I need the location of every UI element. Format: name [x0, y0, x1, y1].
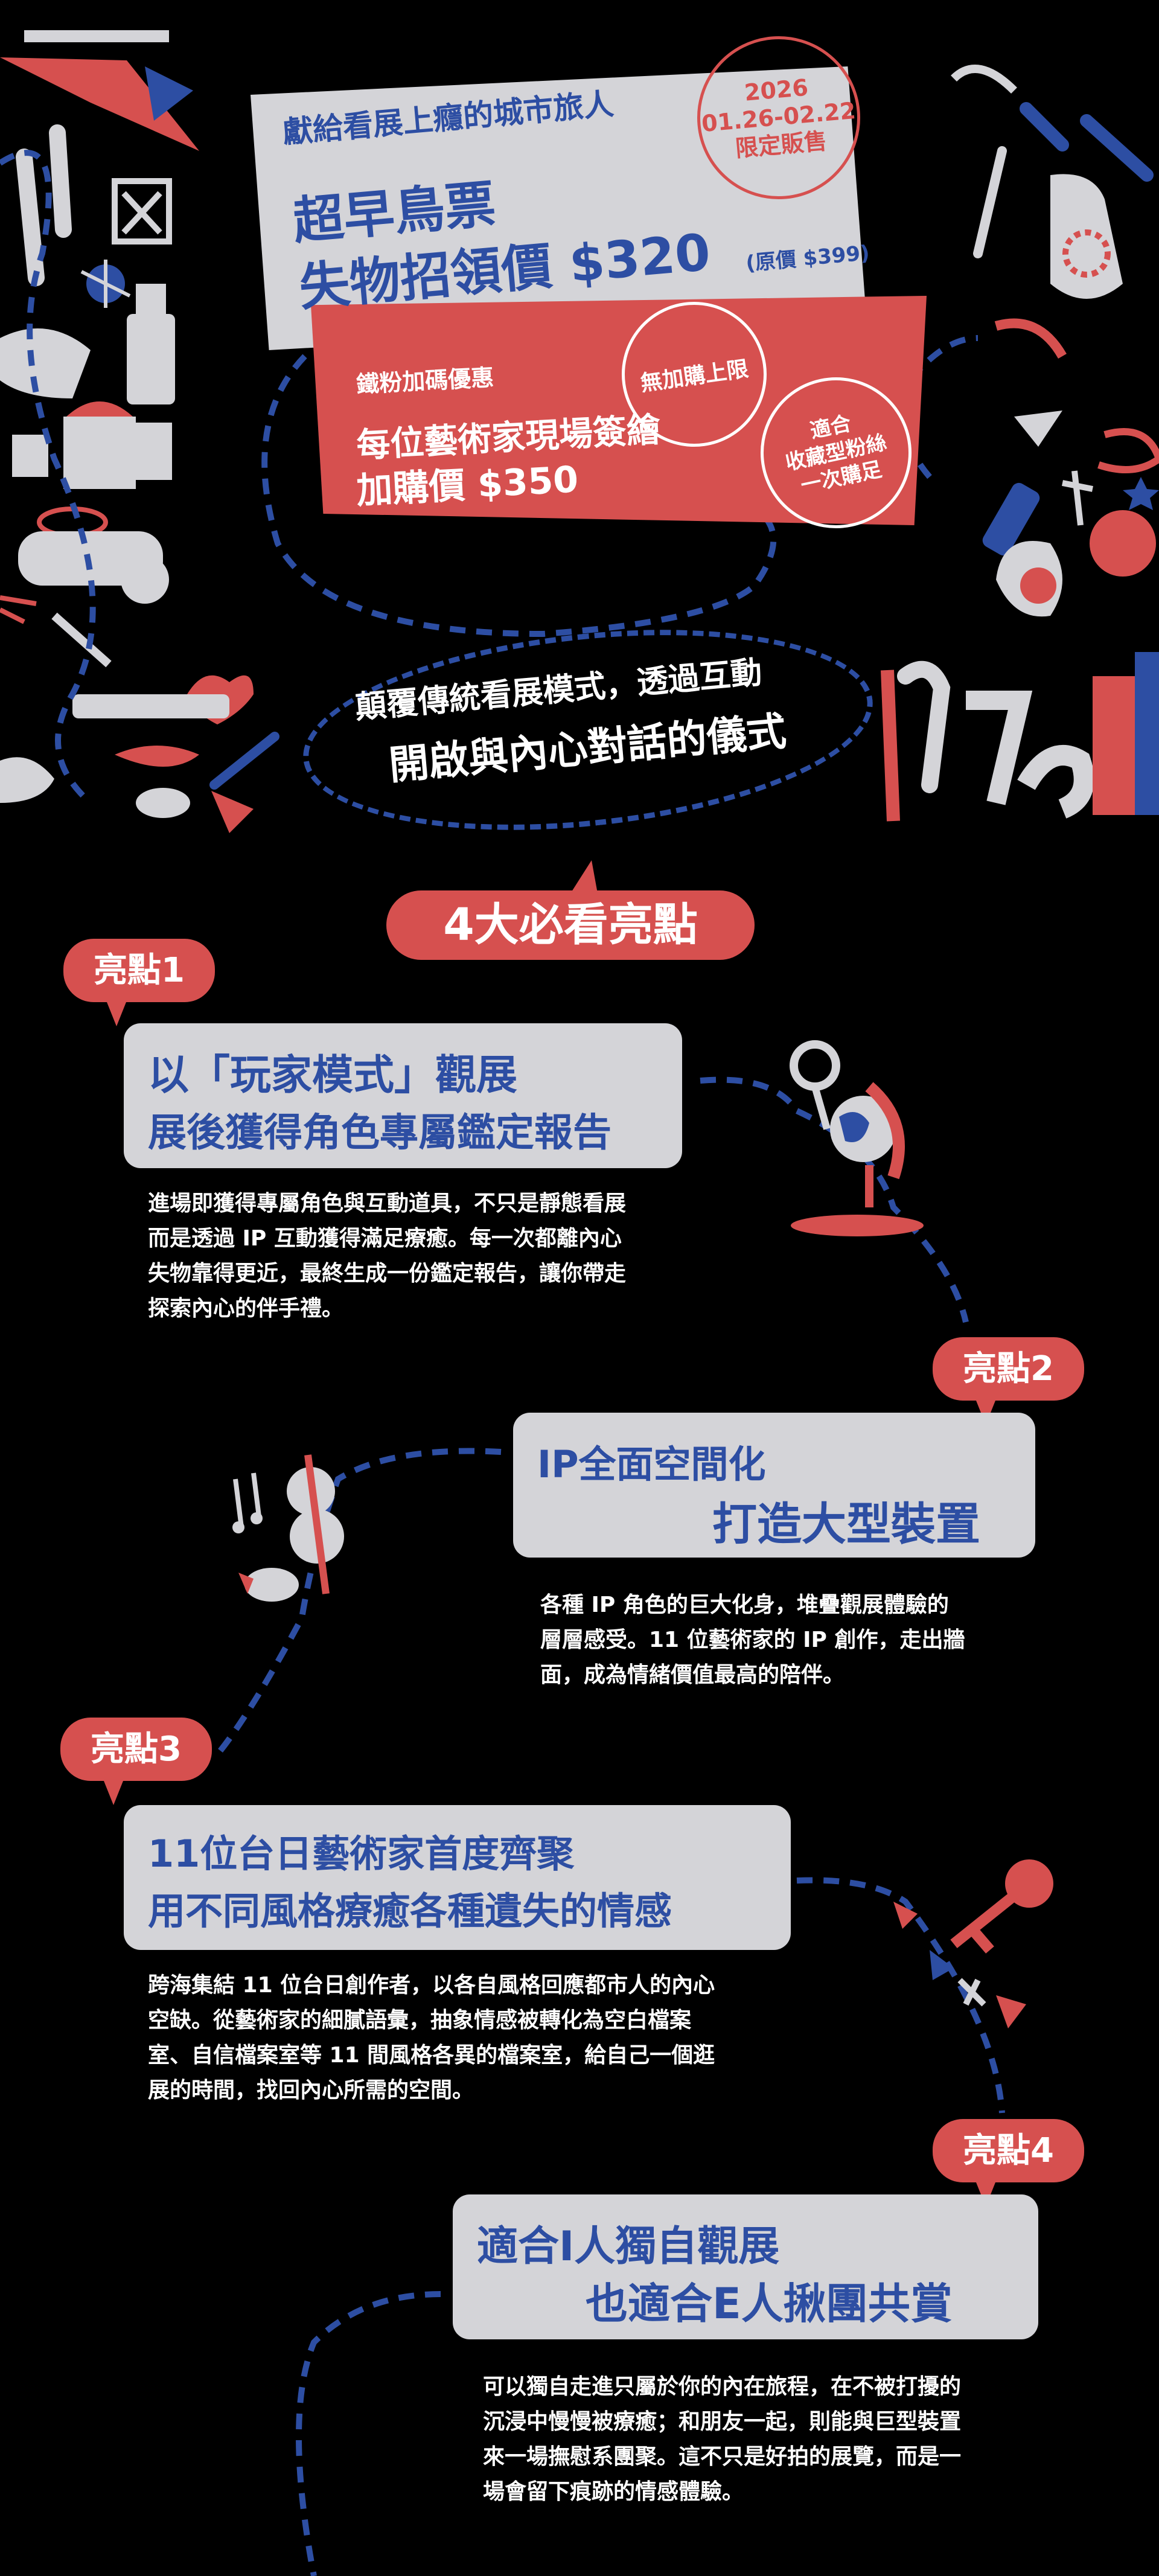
highlight-box-3: 11位台日藝術家首度齊聚 用不同風格療癒各種遺失的情感 — [124, 1805, 791, 1950]
section-title-tail — [570, 860, 598, 893]
highlight-3-title-line1: 11位台日藝術家首度齊聚 — [148, 1832, 575, 1876]
highlight-2-title-line2: 打造大型裝置 — [712, 1498, 980, 1550]
desc-line: 室、自信檔案室等 11 間風格各異的檔案室，給自己一個逛 — [148, 2043, 715, 2068]
highlight-2-title-line1: IP全面空間化 — [537, 1442, 766, 1486]
desc-line: 探索內心的伴手禮。 — [148, 1296, 344, 1321]
highlight-1-title-line1: 以「玩家模式」觀展 — [148, 1052, 518, 1099]
highlight-tag-3: 亮點3 — [60, 1718, 212, 1805]
music-figure-illustration — [232, 1454, 344, 1602]
left-doodle-cluster — [0, 30, 279, 833]
highlight-4-desc: 可以獨自走進只屬於你的內在旅程，在不被打擾的 沉浸中慢慢被療癒；和朋友一起，則能… — [483, 2370, 961, 2510]
magnifier-globe-illustration — [790, 1040, 924, 1236]
desc-line: 沉浸中慢慢被療癒；和朋友一起，則能與巨型裝置 — [483, 2409, 962, 2434]
highlight-4-title-line1: 適合I人獨自觀展 — [477, 2223, 780, 2271]
highlight-1-title-line2: 展後獲得角色專屬鑑定報告 — [148, 1111, 611, 1155]
desc-line: 各種 IP 角色的巨大化身，堆疊觀展體驗的 — [540, 1593, 949, 1617]
desc-line: 層層感受。11 位藝術家的 IP 創作，走出牆 — [540, 1628, 965, 1652]
highlight-tag-2: 亮點2 — [933, 1337, 1084, 1425]
desc-line: 展的時間，找回內心所需的空間。 — [148, 2078, 474, 2103]
connector-4 — [296, 2291, 441, 2576]
highlight-2-desc: 各種 IP 角色的巨大化身，堆疊觀展體驗的 層層感受。11 位藝術家的 IP 創… — [540, 1588, 965, 1693]
key-pins-illustration — [893, 1859, 1053, 2028]
desc-line: 進場即獲得專屬角色與互動道具，不只是靜態看展 — [148, 1191, 627, 1216]
highlight-4-title-line2: 也適合E人揪團共賞 — [586, 2279, 953, 2328]
desc-line: 失物靠得更近，最終生成一份鑑定報告，讓你帶走 — [148, 1261, 627, 1286]
section-title: 4大必看亮點 — [386, 890, 755, 960]
desc-line: 跨海集結 11 位台日創作者，以各自風格回應都市人的內心 — [148, 1973, 715, 1998]
desc-line: 場會留下痕跡的情感體驗。 — [483, 2479, 744, 2504]
highlight-tag-4: 亮點4 — [933, 2119, 1084, 2207]
highlight-3-title-line2: 用不同風格療癒各種遺失的情感 — [148, 1889, 672, 1933]
highlight-3-desc: 跨海集結 11 位台日創作者，以各自風格回應都市人的內心 空缺。從藝術家的細膩語… — [148, 1968, 715, 2108]
desc-line: 空缺。從藝術家的細膩語彙，抽象情感被轉化為空白檔案 — [148, 2008, 692, 2033]
highlight-1-desc: 進場即獲得專屬角色與互動道具，不只是靜態看展 而是透過 IP 互動獲得滿足療癒。… — [148, 1186, 626, 1326]
desc-line: 可以獨自走進只屬於你的內在旅程，在不被打擾的 — [483, 2374, 962, 2399]
highlight-box-4: 適合I人獨自觀展 也適合E人揪團共賞 — [453, 2194, 1038, 2339]
desc-line: 而是透過 IP 互動獲得滿足療癒。每一次都離內心 — [148, 1226, 622, 1251]
connector-2 — [218, 1448, 502, 1753]
desc-line: 面，成為情緒價值最高的陪伴。 — [540, 1663, 845, 1687]
desc-line: 來一場撫慰系團聚。這不只是好拍的展覽，而是一 — [483, 2444, 962, 2469]
ticket-addon — [311, 296, 927, 525]
highlight-tag-1: 亮點1 — [63, 939, 215, 1026]
right-doodle-cluster — [881, 65, 1159, 822]
highlight-box-1: 以「玩家模式」觀展 展後獲得角色專屬鑑定報告 — [124, 1023, 682, 1168]
highlight-box-2: IP全面空間化 打造大型裝置 — [513, 1413, 1035, 1558]
connector-3 — [796, 1877, 1005, 2114]
